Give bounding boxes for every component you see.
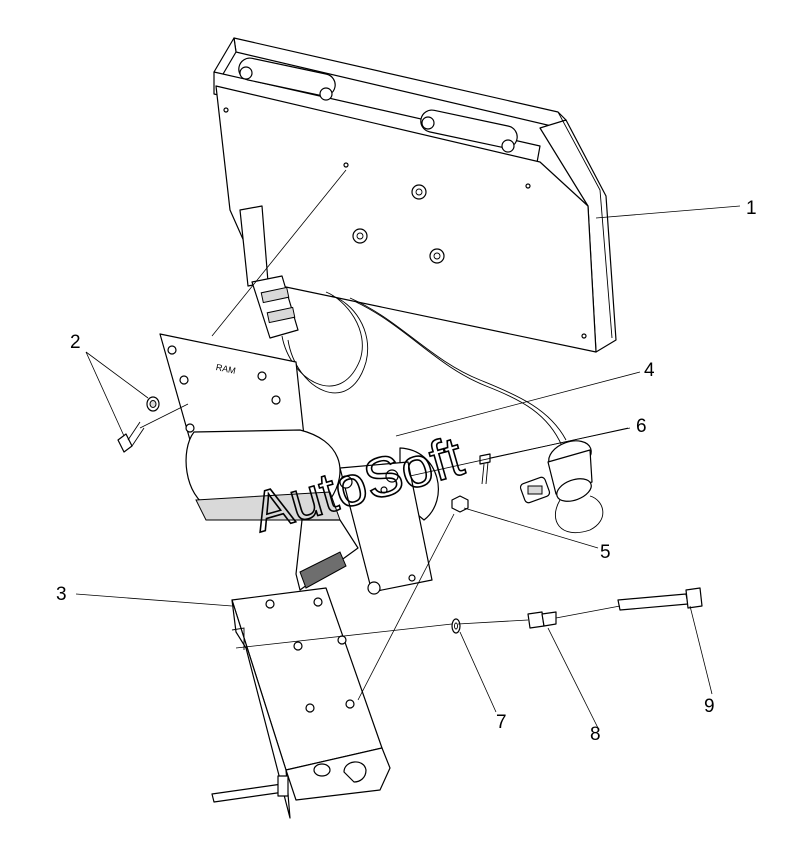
callout-8: 8 bbox=[590, 724, 601, 745]
callout-1: 1 bbox=[746, 198, 757, 219]
plate-marking: RAM bbox=[215, 362, 237, 376]
part-2-bolt-washer bbox=[117, 396, 160, 453]
part-9-long-bolt bbox=[617, 587, 703, 611]
callout-2: 2 bbox=[70, 332, 81, 353]
callout-5: 5 bbox=[600, 542, 611, 563]
callout-4: 4 bbox=[644, 360, 655, 381]
cable-assembly bbox=[281, 291, 604, 534]
callout-6: 6 bbox=[636, 416, 647, 437]
part-3-mounting-bracket bbox=[211, 587, 391, 819]
callout-3: 3 bbox=[56, 584, 67, 605]
ram-arm-assembly bbox=[185, 429, 491, 595]
callout-7: 7 bbox=[496, 712, 507, 733]
part-1-display-unit bbox=[213, 37, 617, 353]
callout-9: 9 bbox=[704, 696, 715, 717]
part-7-washer bbox=[451, 618, 461, 634]
leader-lines bbox=[75, 169, 741, 729]
part-8-spacer bbox=[527, 611, 557, 629]
callout-labels: 1 2 3 4 5 6 7 8 9 bbox=[56, 198, 757, 745]
ram-mount-plate: RAM bbox=[159, 333, 305, 441]
